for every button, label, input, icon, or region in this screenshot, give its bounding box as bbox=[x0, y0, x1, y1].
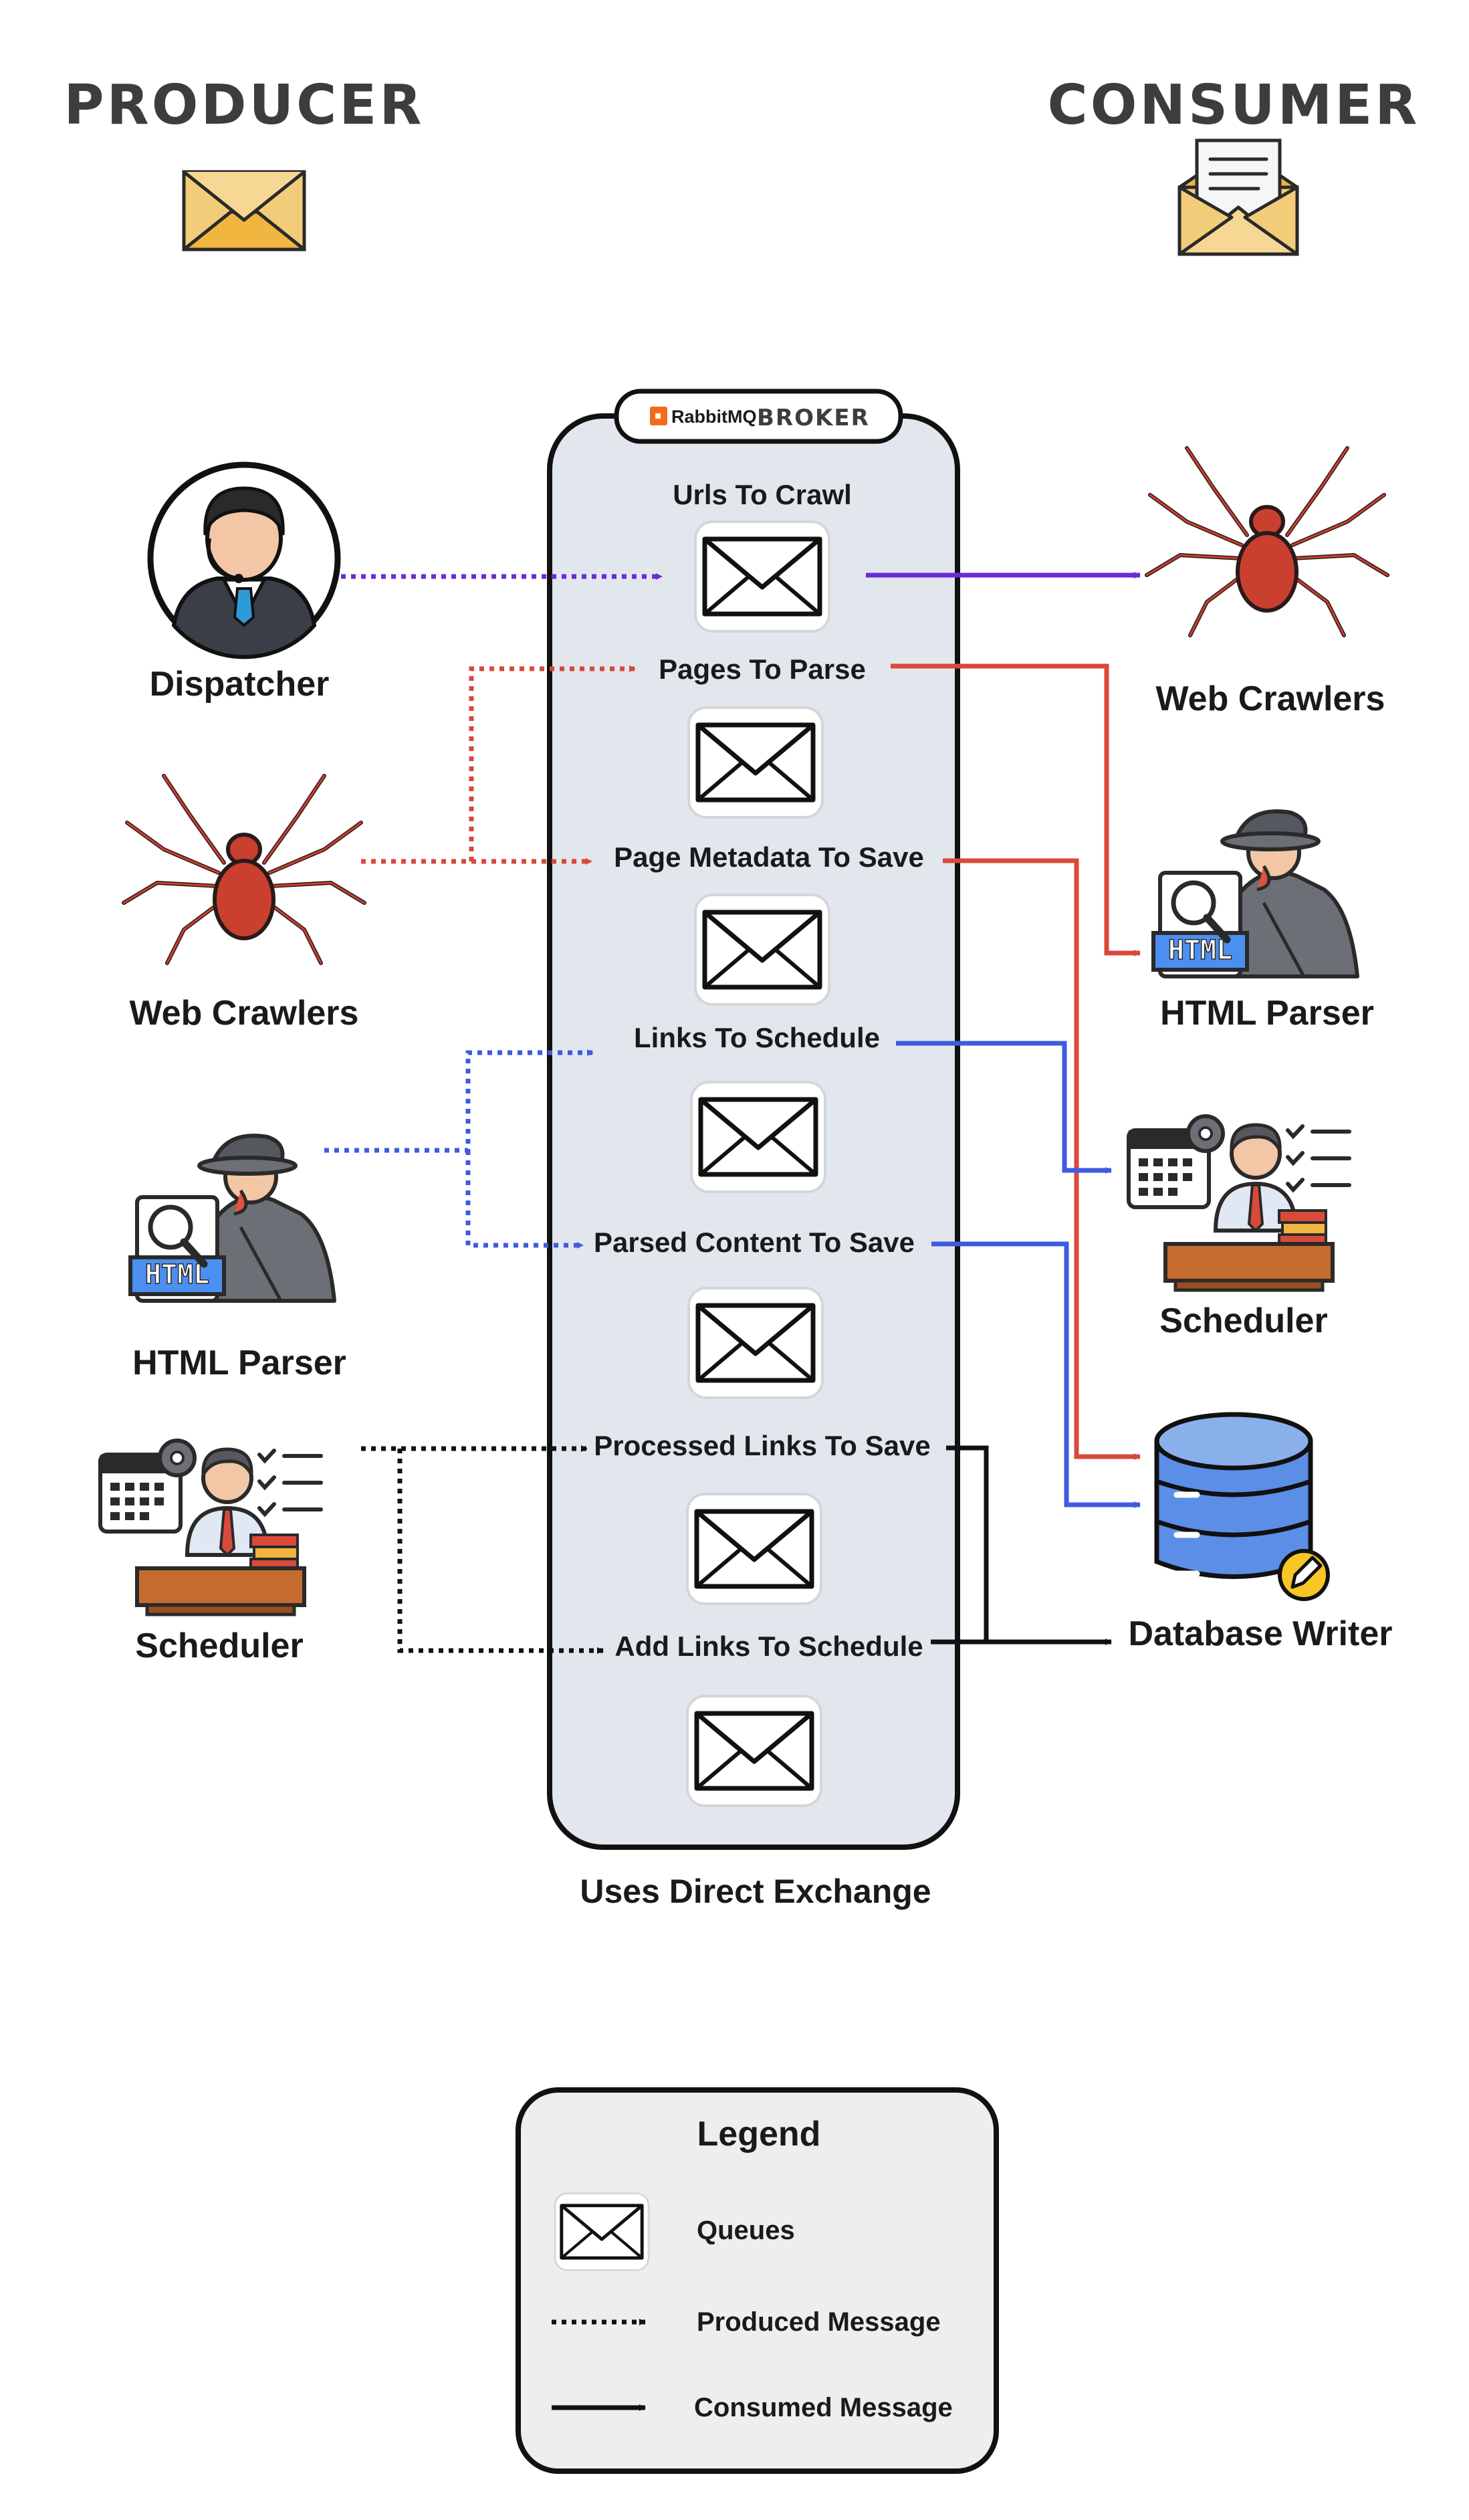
queue-label-links-to-schedule: Links To Schedule bbox=[634, 1022, 880, 1053]
queue-envelope-icon bbox=[689, 1288, 822, 1398]
consumer-label-database-writer: Database Writer bbox=[1129, 1614, 1393, 1653]
spider-icon bbox=[124, 776, 364, 963]
queue-envelope-icon bbox=[689, 708, 822, 817]
legend-produced-label: Produced Message bbox=[697, 2307, 941, 2337]
processed-to-database-arrow bbox=[946, 1445, 989, 1642]
pages-to-parser-arrow bbox=[891, 663, 1141, 956]
consumer-label-web-crawlers: Web Crawlers bbox=[1156, 679, 1385, 718]
legend-queue-icon bbox=[555, 2194, 649, 2271]
envelope-icon bbox=[184, 172, 304, 249]
producer-label-html-parser: HTML Parser bbox=[132, 1344, 346, 1382]
legend-box bbox=[516, 2087, 999, 2474]
crawler-to-pages-arrow bbox=[361, 665, 636, 864]
queue-envelope-icon bbox=[691, 1082, 825, 1192]
detective-html-icon bbox=[1153, 811, 1357, 976]
links-to-scheduler-arrow bbox=[896, 1041, 1112, 1174]
legend-title: Legend bbox=[697, 2115, 821, 2154]
broker-label: BROKER bbox=[757, 405, 870, 431]
parser-to-links-arrow bbox=[324, 1049, 594, 1153]
exchange-note: Uses Direct Exchange bbox=[580, 1873, 931, 1910]
detective-html-icon bbox=[130, 1136, 334, 1301]
queue-envelope-icon bbox=[687, 1696, 821, 1806]
producer-label-web-crawlers: Web Crawlers bbox=[130, 994, 359, 1033]
consumer-label-scheduler: Scheduler bbox=[1159, 1301, 1327, 1340]
parser-to-parsed-arrow bbox=[465, 1150, 584, 1249]
queue-label-page-metadata-to-save: Page Metadata To Save bbox=[614, 841, 924, 873]
produced-arrows bbox=[324, 573, 663, 1654]
parsed-to-database-arrow bbox=[931, 1241, 1141, 1508]
scheduler-to-addlinks-arrow bbox=[397, 1449, 604, 1654]
scheduler-person-icon bbox=[1129, 1116, 1349, 1290]
queue-label-parsed-content-to-save: Parsed Content To Save bbox=[594, 1227, 915, 1258]
producer-label-dispatcher: Dispatcher bbox=[150, 665, 330, 704]
producer-title: PRODUCER bbox=[64, 74, 425, 137]
consumer-label-html-parser: HTML Parser bbox=[1160, 994, 1374, 1033]
queue-envelope-icon bbox=[695, 895, 829, 1005]
queue-envelope-icon bbox=[695, 522, 829, 631]
scheduler-person-icon bbox=[100, 1441, 321, 1614]
consumed-arrows bbox=[866, 572, 1141, 1645]
queue-label-add-links-to-schedule: Add Links To Schedule bbox=[614, 1631, 923, 1662]
legend-queues-label: Queues bbox=[697, 2216, 795, 2245]
support-agent-icon bbox=[147, 461, 341, 659]
producer-label-scheduler: Scheduler bbox=[135, 1626, 303, 1665]
queue-label-urls-to-crawl: Urls To Crawl bbox=[673, 479, 852, 510]
queue-label-processed-links-to-save: Processed Links To Save bbox=[594, 1430, 930, 1461]
rabbitmq-logo-icon bbox=[650, 407, 667, 425]
broker-brand: RabbitMQ bbox=[671, 407, 757, 427]
open-envelope-letter-icon bbox=[1177, 138, 1299, 256]
metadata-to-database-arrow bbox=[943, 858, 1141, 1460]
database-edit-icon bbox=[1154, 1412, 1330, 1601]
broker-badge bbox=[614, 389, 903, 444]
queue-label-pages-to-parse: Pages To Parse bbox=[659, 653, 866, 685]
consumer-title: CONSUMER bbox=[1048, 74, 1420, 137]
legend-consumed-label: Consumed Message bbox=[694, 2393, 953, 2422]
queue-envelope-icon bbox=[687, 1494, 821, 1604]
spider-icon bbox=[1147, 448, 1387, 635]
